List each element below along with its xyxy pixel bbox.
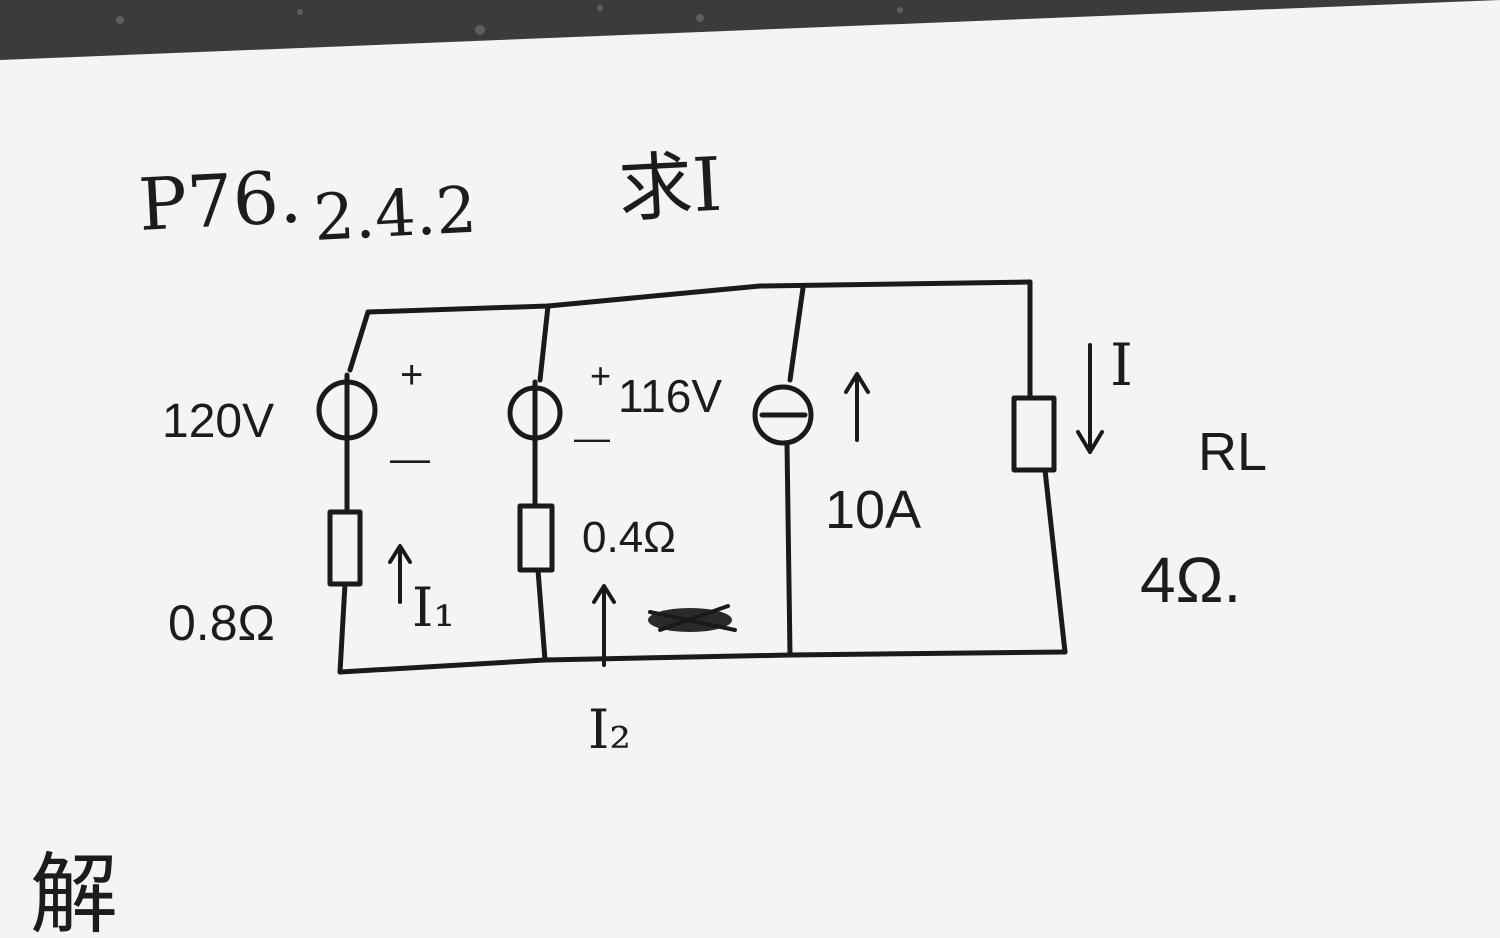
problem-number: 2.4.2 [312,174,478,256]
top-wire [365,279,1033,315]
label-i: I [1110,331,1133,399]
arrow-10a [844,372,870,394]
label-i1: I₁ [412,576,455,639]
label-0-4-ohm: 0.4Ω [582,513,676,562]
arrow-i1 [388,544,412,564]
current-source-10a [752,384,814,446]
solution-label: 解 [30,843,118,938]
label-4-ohm: 4Ω. [1140,544,1241,616]
resistor-rl [1011,395,1057,473]
arrow-i [1076,430,1104,454]
label-rl: RL [1198,422,1267,482]
label-116v: 116V [618,370,722,422]
page-reference: P76. [136,155,303,247]
label-i2: I₂ [588,698,631,761]
label-10a: 10A [825,480,921,540]
circuit-diagram [316,279,1104,675]
label-plus-1: + [400,353,423,397]
arrow-i2 [592,584,616,604]
crossed-out-scribble [648,604,737,632]
label-minus-2: — [574,417,610,458]
problem-task: 求I [616,142,724,233]
bottom-wire [337,649,1068,675]
label-plus-2: + [590,355,611,396]
label-minus-1: — [390,437,430,481]
label-120v: 120V [162,395,274,448]
label-0-8-ohm: 0.8Ω [168,595,275,651]
